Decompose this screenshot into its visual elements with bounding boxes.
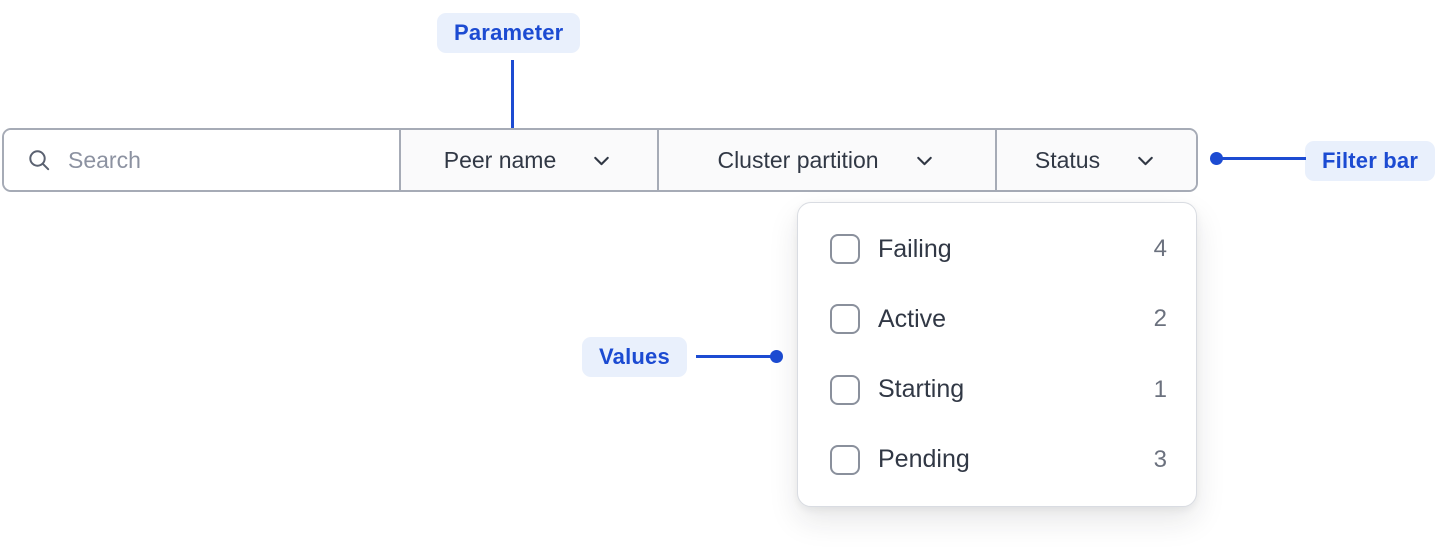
search-field-group [4,130,399,190]
status-option-failing[interactable]: Failing 4 [830,214,1167,284]
filter-bar-connector-dot [1210,152,1223,165]
filter-bar-connector-line [1218,157,1306,160]
dropdown-status-label: Status [1034,146,1101,173]
checkbox-failing[interactable] [830,234,860,265]
chevron-down-icon [1138,156,1153,165]
option-count: 2 [1153,305,1167,333]
search-input[interactable] [68,146,381,174]
checkbox-starting[interactable] [830,374,860,405]
checkbox-pending[interactable] [830,444,860,475]
filter-bar: Peer name Cluster partition Status [2,128,1198,192]
dropdown-cluster-partition[interactable]: Cluster partition [657,130,995,190]
option-count: 1 [1153,375,1167,403]
parameter-connector-line [511,60,514,136]
option-label: Active [878,304,947,333]
values-connector-dot [770,350,783,363]
dropdown-peer-name[interactable]: Peer name [399,130,657,190]
status-option-active[interactable]: Active 2 [830,284,1167,354]
values-annotation-badge: Values [582,337,687,377]
search-icon [29,150,50,171]
dropdown-peer-name-label: Peer name [443,146,557,173]
option-count: 4 [1153,235,1167,263]
chevron-down-icon [594,156,610,165]
status-dropdown-panel: Failing 4 Active 2 Starting 1 Pending 3 [797,202,1197,507]
filter-bar-annotation-badge: Filter bar [1305,141,1436,181]
option-label: Starting [878,375,965,404]
status-option-pending[interactable]: Pending 3 [830,425,1167,495]
option-label: Failing [878,234,952,263]
dropdown-status[interactable]: Status [995,130,1196,190]
option-label: Pending [878,445,970,474]
values-connector-line [696,355,774,358]
status-option-starting[interactable]: Starting 1 [830,355,1167,425]
parameter-annotation-badge: Parameter [437,13,581,53]
dropdown-cluster-partition-label: Cluster partition [717,146,879,173]
chevron-down-icon [916,156,932,165]
checkbox-active[interactable] [830,304,860,335]
option-count: 3 [1153,445,1167,473]
